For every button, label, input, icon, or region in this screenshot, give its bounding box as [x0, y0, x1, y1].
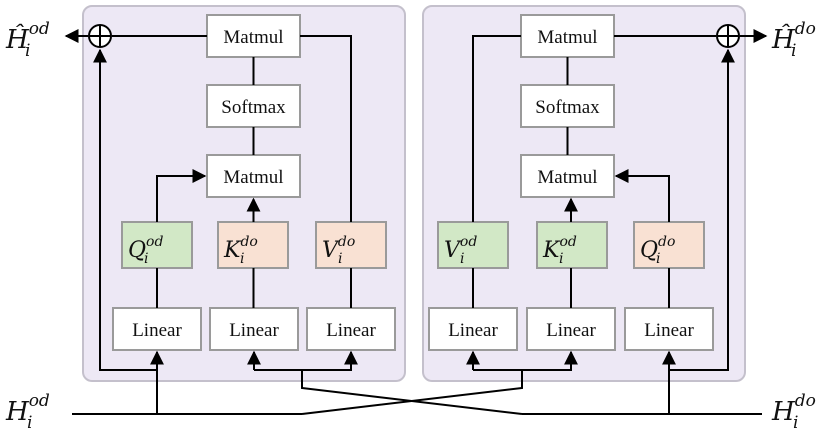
input-left-sup: od [29, 391, 50, 411]
right-linear-1-label: Linear [448, 320, 498, 341]
left-linear-2-label: Linear [229, 320, 279, 341]
left-key-sup: do [240, 234, 257, 250]
left-query-base: Q [128, 238, 146, 263]
input-right-sub: i [793, 413, 798, 433]
right-softmax-label: Softmax [535, 97, 600, 118]
left-linear-3-box: Linear [306, 307, 396, 351]
right-matmul-mid-label: Matmul [537, 167, 597, 188]
input-left-sub: i [27, 413, 32, 433]
left-add-node [88, 24, 112, 48]
right-add-node [716, 24, 740, 48]
right-value-sup: od [460, 234, 477, 250]
right-matmul-mid-box: Matmul [520, 154, 615, 198]
left-matmul-top-label: Matmul [223, 27, 283, 48]
right-key-sub: i [559, 251, 563, 267]
output-left-sup: od [29, 19, 50, 39]
left-value-base: V [322, 238, 340, 263]
left-matmul-mid-label: Matmul [223, 167, 283, 188]
input-left-base: H [5, 397, 30, 427]
right-query-sup: do [658, 234, 675, 250]
right-softmax-box: Softmax [520, 84, 615, 128]
right-linear-1-box: Linear [428, 307, 518, 351]
right-value-sub: i [460, 251, 464, 267]
left-key-sub: i [240, 251, 244, 267]
left-softmax-label: Softmax [221, 97, 286, 118]
right-key-base: K [542, 238, 561, 263]
left-query-sup: od [146, 234, 163, 250]
left-linear-2-box: Linear [209, 307, 299, 351]
left-key-base: K [223, 238, 242, 263]
output-right-sup: do [795, 19, 816, 39]
right-value-base: V [444, 238, 462, 263]
right-query-base: Q [640, 238, 658, 263]
right-linear-2-box: Linear [526, 307, 616, 351]
left-query-sub: i [144, 251, 148, 267]
right-linear-3-label: Linear [644, 320, 694, 341]
right-matmul-top-box: Matmul [520, 14, 615, 58]
output-right-sub: i [791, 41, 796, 61]
left-matmul-top-box: Matmul [206, 14, 301, 58]
left-linear-1-box: Linear [112, 307, 202, 351]
right-query-sub: i [656, 251, 660, 267]
input-right-base: H [771, 397, 796, 427]
right-linear-2-label: Linear [546, 320, 596, 341]
left-linear-3-label: Linear [326, 320, 376, 341]
right-matmul-top-label: Matmul [537, 27, 597, 48]
output-left-base: Ĥ [5, 23, 30, 55]
left-linear-1-label: Linear [132, 320, 182, 341]
output-right-base: Ĥ [771, 23, 796, 55]
left-value-sup: do [338, 234, 355, 250]
right-key-sup: od [559, 234, 576, 250]
input-right-sup: do [795, 391, 816, 411]
connector-lines [64, 29, 768, 415]
left-softmax-box: Softmax [206, 84, 301, 128]
right-linear-3-box: Linear [624, 307, 714, 351]
left-matmul-mid-box: Matmul [206, 154, 301, 198]
output-left-sub: i [25, 41, 30, 61]
left-value-sub: i [338, 251, 342, 267]
